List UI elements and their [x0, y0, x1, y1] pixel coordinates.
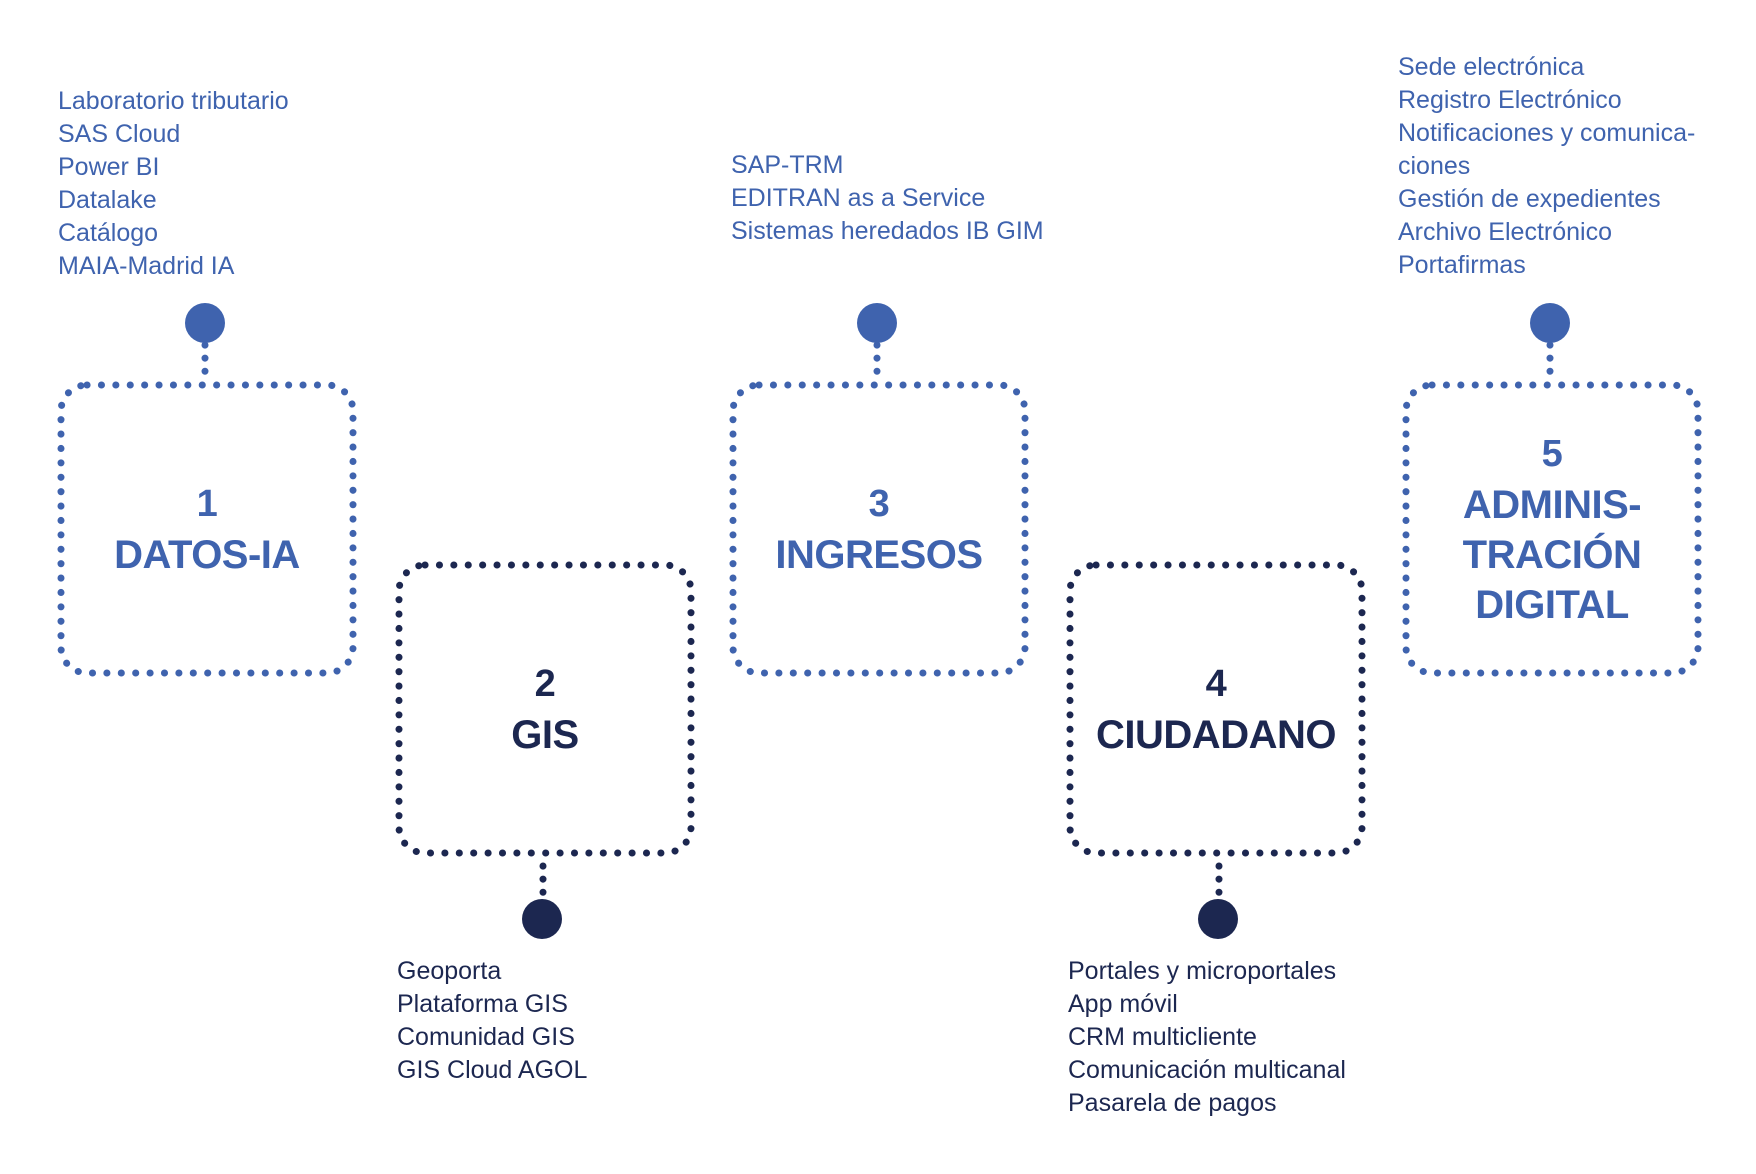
list-item: Comunicación multicanal: [1068, 1056, 1346, 1084]
list-item: Registro Electrónico: [1398, 86, 1622, 114]
list-item: Pasarela de pagos: [1068, 1089, 1277, 1117]
area-4-items: Portales y microportales App móvil CRM m…: [1068, 955, 1346, 1120]
area-3-node: [857, 303, 897, 343]
area-1-items: Laboratorio tributario SAS Cloud Power B…: [58, 85, 289, 283]
area-1-node: [185, 303, 225, 343]
area-1-box: 1 DATOS-IA: [61, 385, 353, 673]
list-item: SAS Cloud: [58, 120, 181, 148]
list-item: Power BI: [58, 153, 160, 181]
list-item: Portafirmas: [1398, 251, 1526, 279]
area-4-box: 4 CIUDADANO: [1070, 565, 1362, 853]
area-2-box: 2 GIS: [399, 565, 691, 853]
list-item: EDITRAN as a Service: [731, 184, 986, 212]
area-5-number: 5: [1541, 433, 1563, 475]
list-item: Geoporta: [397, 957, 502, 985]
area-4-frame: [1066, 561, 1366, 857]
area-5-frame: [1402, 381, 1702, 677]
list-item: Plataforma GIS: [397, 990, 568, 1018]
area-4-title: CIUDADANO: [1096, 713, 1336, 757]
area-2-title: GIS: [511, 713, 579, 757]
area-2-number: 2: [534, 663, 556, 705]
area-5-items: Sede electrónica Registro Electrónico No…: [1398, 51, 1695, 282]
list-item: Portales y microportales: [1068, 957, 1337, 985]
area-3-items: SAP-TRM EDITRAN as a Service Sistemas he…: [731, 149, 1044, 248]
list-item: Sistemas heredados IB GIM: [731, 217, 1044, 245]
list-item: CRM multicliente: [1068, 1023, 1257, 1051]
list-item: Datalake: [58, 186, 157, 214]
list-item: App móvil: [1068, 990, 1178, 1018]
area-5-title: ADMINIS- TRACIÓN DIGITAL: [1462, 483, 1642, 627]
area-2-items: Geoporta Plataforma GIS Comunidad GIS GI…: [397, 955, 587, 1087]
area-3-frame: [729, 381, 1029, 677]
list-item: MAIA-Madrid IA: [58, 252, 235, 280]
area-3-number: 3: [868, 483, 890, 525]
area-4-number: 4: [1205, 663, 1227, 705]
area-3-box: 3 INGRESOS: [733, 385, 1025, 673]
list-item: Sede electrónica: [1398, 53, 1585, 81]
area-4-node: [1198, 899, 1238, 939]
list-item: Comunidad GIS: [397, 1023, 575, 1051]
area-2-node: [522, 899, 562, 939]
list-item: GIS Cloud AGOL: [397, 1056, 588, 1084]
area-2-frame: [395, 561, 695, 857]
area-1-frame: [57, 381, 357, 677]
area-5-box: 5 ADMINIS- TRACIÓN DIGITAL: [1406, 385, 1698, 673]
list-item: Notificaciones y comunica-: [1398, 119, 1696, 147]
area-3-title: INGRESOS: [775, 533, 983, 577]
list-item: SAP-TRM: [731, 151, 844, 179]
area-5-node: [1530, 303, 1570, 343]
list-item: ciones: [1398, 152, 1471, 180]
list-item: Gestión de expedientes: [1398, 185, 1661, 213]
list-item: Archivo Electrónico: [1398, 218, 1612, 246]
area-1-number: 1: [196, 483, 218, 525]
list-item: Catálogo: [58, 219, 159, 247]
area-1-title: DATOS-IA: [114, 533, 300, 577]
list-item: Laboratorio tributario: [58, 87, 289, 115]
